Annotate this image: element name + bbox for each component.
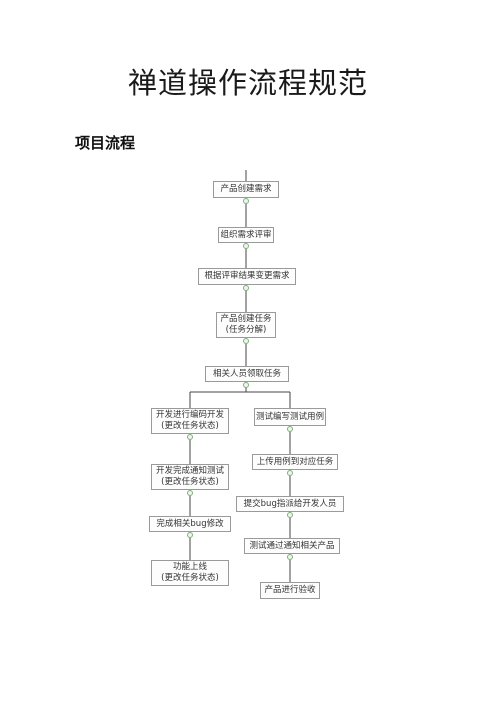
node-label: 测试通过通知相关产品 <box>249 540 335 551</box>
node-claim-task: 相关人员领取任务 <box>205 366 289 382</box>
node-test-pass-notify: 测试通过通知相关产品 <box>244 538 340 554</box>
node-upload-testcase: 上传用例到对应任务 <box>252 454 338 470</box>
node-label: 完成相关bug修改 <box>156 518 224 529</box>
node-label: 测试编写测试用例 <box>255 411 324 422</box>
node-product-acceptance: 产品进行验收 <box>260 582 320 599</box>
node-label: 产品创建需求 <box>220 184 272 194</box>
node-label-line2: (任务分解) <box>225 325 267 335</box>
node-label: 组织需求评审 <box>220 229 272 240</box>
connector-dot <box>243 285 249 291</box>
connector-dot <box>287 554 293 560</box>
node-label: 上传用例到对应任务 <box>256 456 334 467</box>
project-flowchart: 产品创建需求 组织需求评审 根据评审结果变更需求 产品创建任务 (任务分解) 相… <box>143 170 347 606</box>
connector-dot <box>187 532 193 538</box>
connector-dot <box>287 426 293 432</box>
connector-dot <box>287 512 293 518</box>
connector-dot <box>243 243 249 249</box>
section-heading: 项目流程 <box>75 134 136 152</box>
node-label: 产品进行验收 <box>264 585 316 595</box>
connector-dot <box>287 470 293 476</box>
node-label: 根据评审结果变更需求 <box>204 271 290 281</box>
node-write-testcase: 测试编写测试用例 <box>254 408 326 426</box>
node-label-line1: 开发完成通知测试 <box>155 466 224 476</box>
node-label-line1: 开发进行编码开发 <box>155 410 224 420</box>
node-fix-bug: 完成相关bug修改 <box>149 516 231 532</box>
connector-dot <box>243 198 249 204</box>
connector-dot <box>243 338 249 344</box>
document-title: 禅道操作流程规范 <box>127 66 368 100</box>
connector-dot <box>187 434 193 440</box>
node-dev-notify-test: 开发完成通知测试 (更改任务状态) <box>151 464 229 490</box>
node-organize-review: 组织需求评审 <box>218 227 274 243</box>
node-product-create-requirement: 产品创建需求 <box>213 181 279 198</box>
node-label-line1: 产品创建任务 <box>220 314 272 324</box>
node-label: 相关人员领取任务 <box>212 368 281 379</box>
node-label: 提交bug指派给开发人员 <box>243 498 337 509</box>
connector-dot <box>243 382 249 388</box>
node-submit-bug: 提交bug指派给开发人员 <box>236 496 344 512</box>
node-label-line2: (更改任务状态) <box>161 573 219 583</box>
node-label-line2: (更改任务状态) <box>161 421 219 431</box>
node-change-by-review: 根据评审结果变更需求 <box>198 268 296 285</box>
node-product-create-task: 产品创建任务 (任务分解) <box>216 312 276 338</box>
node-label-line2: (更改任务状态) <box>161 477 219 487</box>
node-label-line1: 功能上线 <box>172 562 207 572</box>
connector-dot <box>187 490 193 496</box>
node-dev-coding: 开发进行编码开发 (更改任务状态) <box>151 408 229 434</box>
node-go-live: 功能上线 (更改任务状态) <box>151 560 229 586</box>
